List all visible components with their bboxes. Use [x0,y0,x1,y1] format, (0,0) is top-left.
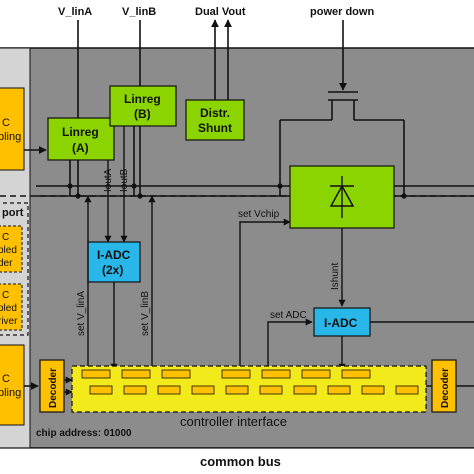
linreg-a-line1: Linreg [62,125,99,139]
label-ishunt: Ishunt [330,263,341,290]
left-block-3-line3: river [0,316,18,327]
register-cell [123,385,147,395]
junction [277,183,283,189]
label-set-v-lina: set V_linA [76,291,87,336]
iadc-2x-line1: I-ADC [97,248,131,262]
register-cell [341,369,371,379]
distr-shunt-line2: Shunt [198,121,232,135]
distr-shunt-block [185,99,245,141]
label-v-lina: V_linA [58,6,92,18]
decoder-left-label: Decoder [48,368,59,408]
junction [67,183,73,189]
label-set-v-linb: set V_linB [140,291,151,336]
left-block-2-line2: pled [0,245,17,256]
label-iouta: IoutA [103,168,114,192]
label-set-adc: set ADC [270,310,307,321]
label-v-linb: V_linB [122,6,156,18]
register-cell [361,385,385,395]
left-block-3 [0,283,23,331]
iadc-2x-line2: (2x) [102,263,123,277]
linreg-b-line2: (B) [134,107,151,121]
distr-shunt-line1: Distr. [200,106,230,120]
linreg-a-line2: (A) [72,141,89,155]
register-cell [225,385,249,395]
linreg-a-block [47,117,115,161]
register-cell [395,385,419,395]
label-dual-vout: Dual Vout [195,6,246,18]
left-block-2-line1: C [2,232,9,243]
left-block-2-line3: der [0,258,13,269]
decoder-left-block [39,359,65,413]
register-cell [157,385,181,395]
port-group-frame [0,202,29,336]
left-block-2 [0,225,23,273]
decoder-right-label: Decoder [440,368,451,408]
iadc-2x-block [87,241,141,283]
left-block-4 [0,344,25,426]
junction [131,183,137,189]
left-block-4-line1: C [2,373,10,385]
controller-interface-label: controller interface [180,414,287,429]
register-cell [221,369,251,379]
label-set-vchip: set Vchip [238,209,280,220]
chip-address-label: chip address: 01000 [36,428,132,439]
diode-icon [329,184,355,207]
register-cell [327,385,351,395]
left-block-3-line2: pled [0,303,17,314]
left-block-1 [0,87,25,171]
common-bus-label: common bus [200,454,281,469]
register-cell [89,385,113,395]
label-power-down: power down [310,6,374,18]
wire-set-vchip [239,218,291,370]
port-label: port [2,207,24,219]
label-ioutb: IoutB [119,168,130,192]
left-block-1-line1: C [2,117,10,129]
register-cell [293,385,317,395]
linreg-b-line1: Linreg [124,92,161,106]
register-cell [301,369,331,379]
register-cell [161,369,191,379]
decoder-right-block [431,359,457,413]
register-cell [191,385,215,395]
left-block-4-line2: pling [0,387,21,399]
linreg-b-block [109,85,177,127]
common-bus [0,447,474,474]
left-block-3-line1: C [2,290,9,301]
junction [401,193,407,199]
junction [137,193,143,199]
left-block-1-line2: pling [0,131,21,143]
wire-set-adc [267,318,313,370]
register-cell [121,369,151,379]
register-cell [81,369,111,379]
register-cell [259,385,283,395]
register-cell [261,369,291,379]
junction [75,193,81,199]
iadc-label: I-ADC [324,316,358,330]
